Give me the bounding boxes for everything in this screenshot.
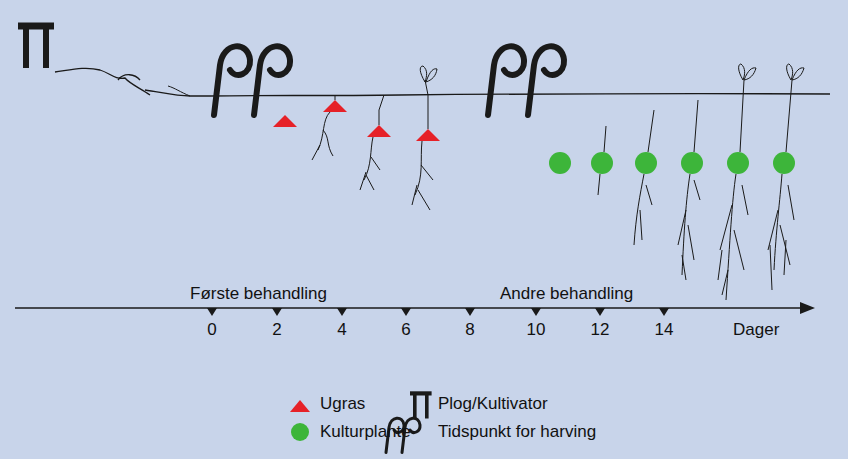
legend-text: Plog/Kultivator xyxy=(438,395,548,414)
tick-label: 0 xyxy=(207,321,216,340)
plough-legend-symbol xyxy=(410,393,432,418)
weed-group xyxy=(273,100,440,141)
tick-label: 2 xyxy=(272,321,281,340)
crop-roots xyxy=(598,64,804,300)
harrow-symbol xyxy=(214,46,250,115)
tick-label: 8 xyxy=(465,321,474,340)
tick-label: 14 xyxy=(655,321,674,340)
legend-text: Tidspunkt for harving xyxy=(438,423,596,442)
tick-label: 6 xyxy=(401,321,410,340)
soil-line xyxy=(55,68,830,96)
legend-text: Ugras xyxy=(320,395,365,414)
time-axis xyxy=(15,302,815,316)
legend-swatch xyxy=(289,422,311,442)
legend-text: Kulturplante xyxy=(320,423,411,442)
crop-group xyxy=(549,152,795,174)
tick-label: 4 xyxy=(337,321,346,340)
weed-roots xyxy=(312,66,437,210)
harrow-symbol xyxy=(254,46,290,115)
legend-swatch xyxy=(289,395,311,415)
harrow-symbol xyxy=(488,46,524,115)
plough-symbol xyxy=(18,26,54,68)
tick-label: 12 xyxy=(591,321,610,340)
axis-unit: Dager xyxy=(733,321,779,340)
phase-label: Første behandling xyxy=(190,285,327,304)
tick-label: 10 xyxy=(527,321,546,340)
harrow-symbol xyxy=(528,46,564,115)
phase-label: Andre behandling xyxy=(500,285,633,304)
